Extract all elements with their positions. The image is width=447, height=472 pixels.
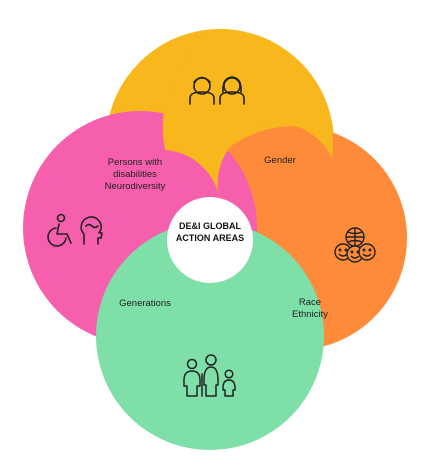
gender-label-line-1: Gender [264, 155, 296, 166]
generations-label: Generations [105, 298, 185, 310]
gender-swirl-patch [162, 29, 333, 200]
disabilities-label: Persons with disabilities Neurodiversity [90, 157, 180, 193]
smiling-faces-globe-icon [334, 227, 376, 263]
generations-area-circle [96, 222, 324, 450]
couple-icon [189, 76, 245, 105]
gender-label: Gender [250, 155, 310, 167]
center-label-line-2: ACTION AREAS [175, 233, 245, 243]
center-label: DE&I GLOBAL ACTION AREAS [160, 220, 260, 244]
wheelchair-brain-icon [47, 213, 103, 247]
center-label-line-1: DE&I GLOBAL [179, 221, 241, 231]
race-label: Race Ethnicity [280, 297, 340, 321]
race-label-line-2: Ethnicity [292, 309, 328, 320]
center-circle [167, 197, 253, 283]
race-label-line-1: Race [298, 297, 322, 308]
disabilities-label-line-3: Neurodiversity [104, 181, 166, 192]
generations-label-line-1: Generations [119, 298, 171, 309]
disabilities-label-line-2: disabilities [113, 169, 157, 180]
disabilities-label-line-1: Persons with [107, 157, 163, 168]
family-generations-icon [183, 354, 236, 397]
